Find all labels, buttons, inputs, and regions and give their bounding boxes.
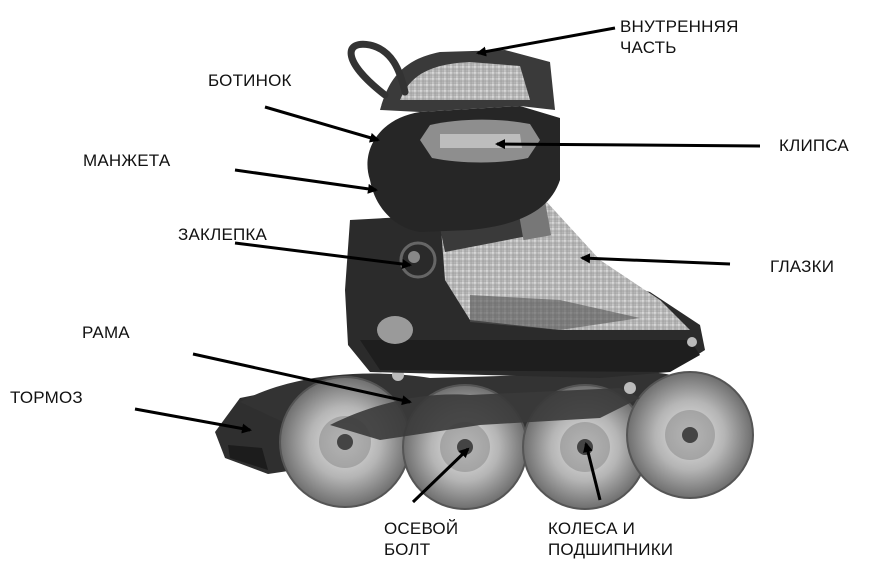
- arrow-cuff: [235, 170, 376, 190]
- label-wheels-line-1: КОЛЕСА И: [548, 518, 673, 539]
- label-axle-line-2: БОЛТ: [384, 539, 458, 560]
- label-axle-line-1: ОСЕВОЙ: [384, 518, 458, 539]
- liner-shape: [351, 44, 555, 112]
- label-axle-bolt: ОСЕВОЙ БОЛТ: [384, 518, 458, 560]
- label-wheels-bearings: КОЛЕСА И ПОДШИПНИКИ: [548, 518, 673, 560]
- label-cuff: МАНЖЕТА: [83, 150, 170, 171]
- wheel-4: [627, 372, 753, 498]
- arrow-clip: [497, 144, 760, 146]
- label-inner-line-1: ВНУТРЕННЯЯ: [620, 16, 739, 37]
- cuff-shape: [367, 106, 560, 232]
- label-wheels-line-2: ПОДШИПНИКИ: [548, 539, 673, 560]
- arrow-boot: [265, 107, 378, 140]
- label-inner-part: ВНУТРЕННЯЯ ЧАСТЬ: [620, 16, 739, 58]
- arrow-inner: [478, 28, 615, 53]
- label-inner-line-2: ЧАСТЬ: [620, 37, 739, 58]
- rivet-shape: [401, 243, 435, 277]
- label-boot: БОТИНОК: [208, 70, 292, 91]
- label-brake: ТОРМОЗ: [10, 387, 83, 408]
- label-clip: КЛИПСА: [779, 135, 849, 156]
- label-frame: РАМА: [82, 322, 130, 343]
- label-rivet: ЗАКЛЕПКА: [178, 224, 267, 245]
- label-eyelets: ГЛАЗКИ: [770, 256, 834, 277]
